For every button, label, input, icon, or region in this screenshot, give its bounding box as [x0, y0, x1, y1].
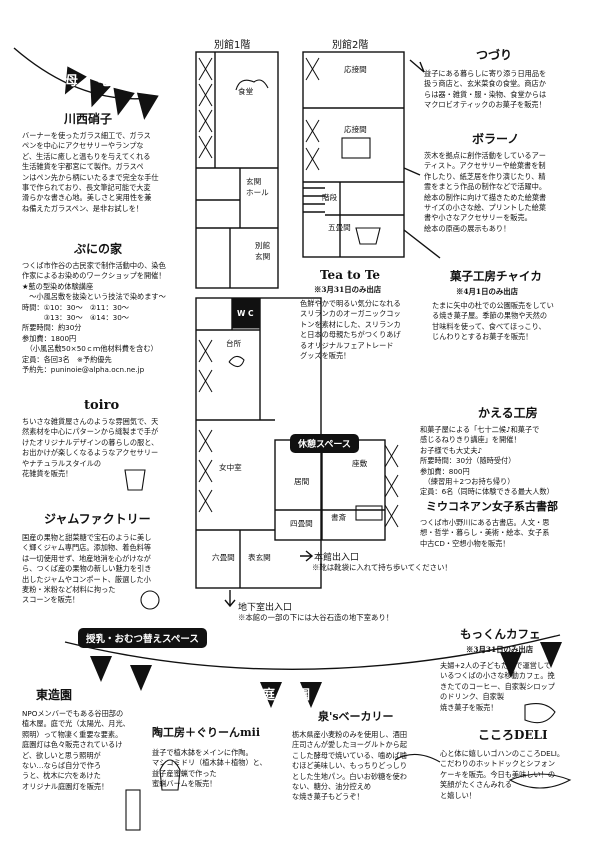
room-kaidan: 階段	[322, 193, 338, 202]
shop-body: NPOメンバーでもある谷田部の 植木屋。庭で光（太陽光、月光、 照明）って物凄く…	[22, 709, 130, 791]
shop-kawanishi: 川西硝子 バーナーを使ったガラス細工で、ガラス ペンを中心にアクセサリーやランプ…	[22, 110, 190, 214]
shop-tea-to-te: Tea to Te ※3月31日のみ出店 色鮮やかで明るい気分になれる スリラン…	[300, 268, 430, 361]
room-rokujoma: 六畳間	[212, 553, 235, 562]
book-icon	[355, 505, 383, 521]
shop-tokobo: 陶工房＋ぐりーんmii 益子で植木鉢をメインに作陶。 マシコミドリ（植木鉢＋植物…	[152, 724, 292, 790]
chika-entrance-note: ※本館の一部の下には大谷石造の地下室あり！	[238, 613, 394, 622]
annex2-outline	[302, 51, 405, 258]
shop-title: 陶工房＋ぐりーんmii	[152, 726, 260, 739]
shop-title: 菓子工房チャイカ	[450, 269, 542, 283]
shop-body: たまに矢中の杜での公園販売をしてい る焼き菓子屋。季節の果物や天然の 甘味料を使…	[432, 301, 554, 342]
shop-title: もっくんカフェ	[460, 627, 541, 641]
shop-body: つくば市小野川にある古書店。人文・思 想・哲学・暮らし・美術・絵本、女子系 中古…	[420, 518, 550, 548]
shop-body: つくば市作谷の古民家で制作活動中の、染色 作家によるお染めのワークショップを開催…	[22, 261, 166, 375]
shop-body: 益子で植木鉢をメインに作陶。 マシコミドリ（植木鉢＋植物）と、 益子産蜜蝋で作っ…	[152, 748, 267, 789]
room-wc: W C	[237, 309, 254, 318]
room-jochushitsu: 女中室	[219, 463, 242, 472]
shop-kaeru: かえる工房 和菓子屋による「七十二候♪和菓子で 感じるねりきり講座」を開催！ お…	[420, 404, 588, 498]
shop-tozoen: 東造園 NPOメンバーでもある谷田部の 植木屋。庭で光（太陽光、月光、 照明）っ…	[22, 686, 152, 792]
chika-arrow	[224, 590, 236, 608]
room-shokudo: 食堂	[238, 87, 254, 96]
room-zashiki: 座敷	[352, 459, 368, 468]
shop-toiro: toiro ちいさな雑貨屋さんのような雰囲気で、天 然素材を中心にパターンから縫…	[22, 398, 192, 479]
shop-punino: ぷにの家 つくば市作谷の古民家で制作活動中の、染色 作家によるお染めのワークショ…	[22, 240, 198, 375]
annex2-label: 別館2階	[332, 40, 369, 51]
shop-body: 和菓子屋による「七十二候♪和菓子で 感じるねりきり講座」を開催！ お子様でも大丈…	[420, 425, 554, 497]
honkan-arrow	[300, 550, 314, 562]
shop-mokkun-cafe: もっくんカフェ ※3月31日のみ出店 夫婦+2人の子どもたちで運営して いるつく…	[440, 626, 588, 713]
room-oussetsuma-1: 応接間	[344, 65, 367, 74]
easel-icon	[341, 137, 371, 159]
shop-tsuzuri: つづり 益子にある暮らしに寄り添う日用品を 扱う商店と、玄米菜食の食堂。商店か …	[424, 46, 584, 111]
shop-title: ボラーノ	[472, 132, 520, 146]
honkan-entrance-label: 本館出入口	[314, 553, 360, 563]
room-ima: 居間	[294, 477, 310, 486]
shop-note: ※3月31日のみ出店	[466, 645, 534, 654]
shop-chaika: 菓子工房チャイカ ※4月1日のみ出店 たまに矢中の杜での公園販売をしてい る焼き…	[432, 268, 588, 343]
shop-title: Tea to Te	[320, 268, 381, 282]
room-shosai: 書斎	[331, 513, 347, 522]
annex1-label: 別館1階	[214, 40, 251, 51]
leaf-icon	[228, 355, 245, 368]
shop-title: 東造園	[36, 688, 73, 702]
shop-note: ※3月31日のみ出店	[314, 285, 382, 294]
shop-miukonea: ミウコネアン女子系古書部 つくば市小野川にある古書店。人文・思 想・哲学・暮らし…	[420, 498, 588, 549]
annex1-outline	[195, 51, 279, 289]
room-genkan-hall: 玄関 ホール	[246, 177, 269, 197]
shop-body: 心と体に嬉しいゴハンのこころDELI。 こだわりのホットドックとシフォン ケーキ…	[440, 749, 565, 800]
shop-body: バーナーを使ったガラス細工で、ガラス ペンを中心にアクセサリーやランプな ど、生…	[22, 131, 159, 213]
pot-plant-icon	[159, 759, 181, 791]
hotdog-icon	[508, 773, 572, 789]
shop-title: ジャムファクトリー	[44, 512, 151, 526]
room-daidokoro: 台所	[226, 339, 242, 348]
shop-title: 川西硝子	[64, 112, 113, 126]
shop-title: 泉'sベーカリー	[318, 710, 394, 723]
shop-title: ミウコネアン女子系古書部	[426, 500, 558, 513]
shop-body: 益子にある暮らしに寄り添う日用品を 扱う商店と、玄米菜食の食堂。商店か らは器・…	[424, 69, 547, 110]
shop-body: 栃木県産小麦粉のみを使用し、酒田 庄司さんが愛したヨーグルトから起 こした酵母で…	[292, 730, 408, 802]
nursing-space-label: 授乳・おむつ替えスペース	[78, 628, 207, 648]
honkan-entrance-note: ※靴は靴袋に入れて持ち歩いてください！	[312, 563, 452, 572]
shop-body: 茨木を拠点に創作活動をしているアー ティスト。アクセサリーや絵葉書を制 作したり…	[424, 151, 547, 233]
rest-space-label: 休憩スペース	[290, 434, 359, 453]
shop-title: こころDELI	[478, 728, 548, 742]
shop-body: ちいさな雑貨屋さんのような雰囲気で、天 然素材を中心にパターンから縫製まで手が …	[22, 417, 159, 479]
banner-string-top	[13, 47, 151, 100]
shop-note: ※4月1日のみ出店	[456, 287, 519, 296]
garden-light-icon	[125, 789, 141, 831]
room-oussetsuma-2: 応接間	[344, 125, 367, 134]
banner-bottom-text: 庭園	[262, 688, 333, 703]
shop-title: つづり	[476, 48, 513, 62]
shop-kokoro-deli: こころDELI 心と体に嬉しいゴハンのこころDELI。 こだわりのホットドックと…	[440, 726, 588, 801]
shop-title: toiro	[84, 398, 120, 413]
banner-string-bottom	[64, 634, 561, 671]
shop-izumi-bakery: 泉'sベーカリー 栃木県産小麦粉のみを使用し、酒田 庄司さんが愛したヨーグルトか…	[292, 708, 442, 803]
tree-icon	[235, 79, 269, 91]
shop-borano: ボラーノ 茨木を拠点に創作活動をしているアー ティスト。アクセサリーや絵葉書を制…	[424, 130, 588, 234]
shop-title: ぷにの家	[74, 242, 123, 256]
shop-body: 国産の果物と甜菜糖で宝石のように美し く輝くジャム専門店。添加物、着色料等 は一…	[22, 533, 152, 605]
jam-jar-icon	[140, 590, 160, 610]
banner-left-text: 母宅	[65, 74, 132, 89]
bread-icon	[394, 753, 441, 763]
basket-icon	[355, 227, 381, 245]
room-bekkan-genkan: 別館 玄関	[255, 241, 271, 261]
coffee-cup-icon	[524, 703, 556, 724]
room-gojoma: 五畳間	[328, 223, 351, 232]
room-omote-genkan: 表玄関	[248, 553, 271, 562]
shop-body: 夫婦+2人の子どもたちで運営して いるつくばの小さな移動カフェ。挽 きたてのコー…	[440, 661, 555, 712]
shop-title: かえる工房	[478, 406, 538, 420]
room-yojoma: 四畳間	[290, 519, 313, 528]
shop-jam-factory: ジャムファクトリー 国産の果物と甜菜糖で宝石のように美し く輝くジャム専門店。添…	[22, 510, 194, 606]
shop-body: 色鮮やかで明るい気分になれる スリランカのオーガニックコッ トンを素材にした、ス…	[300, 299, 401, 361]
wc-block	[231, 297, 261, 329]
cup-icon	[124, 469, 146, 491]
chika-entrance-label: 地下室出入口	[238, 603, 293, 613]
